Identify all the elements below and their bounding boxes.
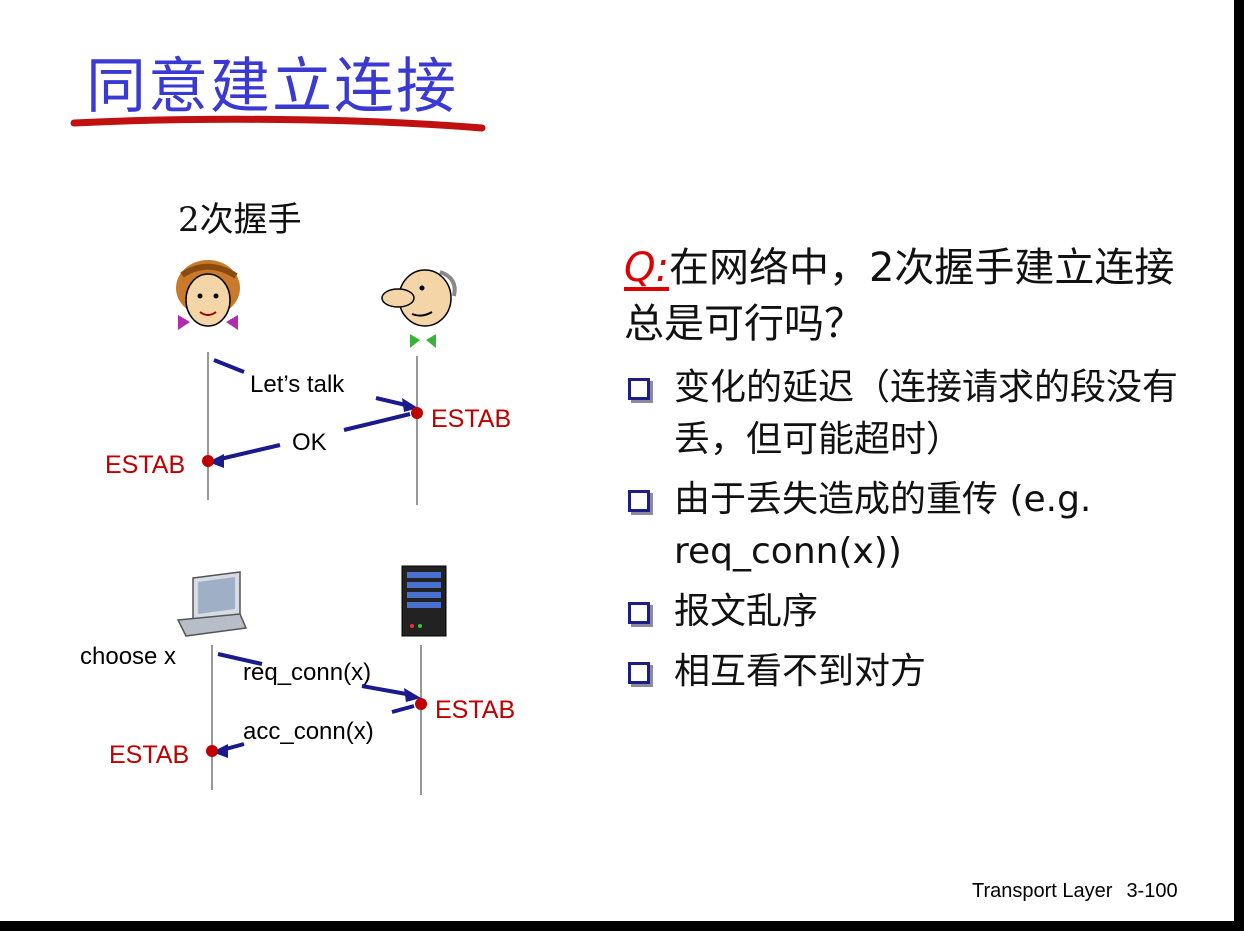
arrow-ok [215, 412, 411, 462]
estab-label-alice: ESTAB [105, 451, 185, 479]
square-bullet-icon [628, 602, 650, 624]
square-bullet-icon [628, 662, 650, 684]
footer: Transport Layer 3-100 [972, 880, 1178, 903]
estab-dot-server [415, 698, 427, 710]
q-mark: Q: [624, 245, 669, 291]
laptop-client-icon [176, 571, 248, 637]
bob-avatar-icon [381, 269, 457, 348]
arrow-req-conn [217, 652, 413, 697]
bullet-list: 变化的延迟（连接请求的段没有丢，但可能超时） 由于丢失造成的重传 (e.g. r… [624, 362, 1204, 698]
slide-title: 同意建立连接 [86, 52, 458, 122]
square-bullet-icon [628, 490, 650, 512]
right-column: Q:在网络中，2次握手建立连接总是可行吗？ 变化的延迟（连接请求的段没有丢，但可… [624, 240, 1204, 706]
estab-dot-bob [411, 407, 423, 419]
lets-talk-label: Let’s talk [250, 371, 345, 398]
estab-label-bob: ESTAB [431, 405, 511, 433]
estab-label-server: ESTAB [435, 696, 515, 724]
square-bullet-icon [628, 378, 650, 400]
estab-label-client: ESTAB [109, 741, 189, 769]
question: Q:在网络中，2次握手建立连接总是可行吗？ [624, 240, 1204, 352]
req-conn-label: req_conn(x) [243, 659, 371, 686]
ok-label: OK [292, 429, 327, 456]
footer-page-number: 3-100 [1126, 880, 1178, 902]
server-tower-icon [401, 565, 447, 637]
choose-x-label: choose x [80, 643, 176, 670]
title-underline [70, 115, 486, 132]
list-item: 报文乱序 [624, 586, 1204, 638]
list-item: 由于丢失造成的重传 (e.g. req_conn(x)) [624, 474, 1204, 578]
list-item: 变化的延迟（连接请求的段没有丢，但可能超时） [624, 362, 1204, 466]
estab-dot-client [206, 745, 218, 757]
footer-section: Transport Layer [972, 880, 1113, 902]
list-item: 相互看不到对方 [624, 646, 1204, 698]
acc-conn-label: acc_conn(x) [243, 718, 374, 745]
alice-avatar-icon [176, 260, 240, 330]
question-text: 在网络中，2次握手建立连接总是可行吗？ [624, 245, 1175, 347]
estab-dot-alice [202, 455, 214, 467]
diagram-label: 2次握手 [178, 200, 302, 240]
